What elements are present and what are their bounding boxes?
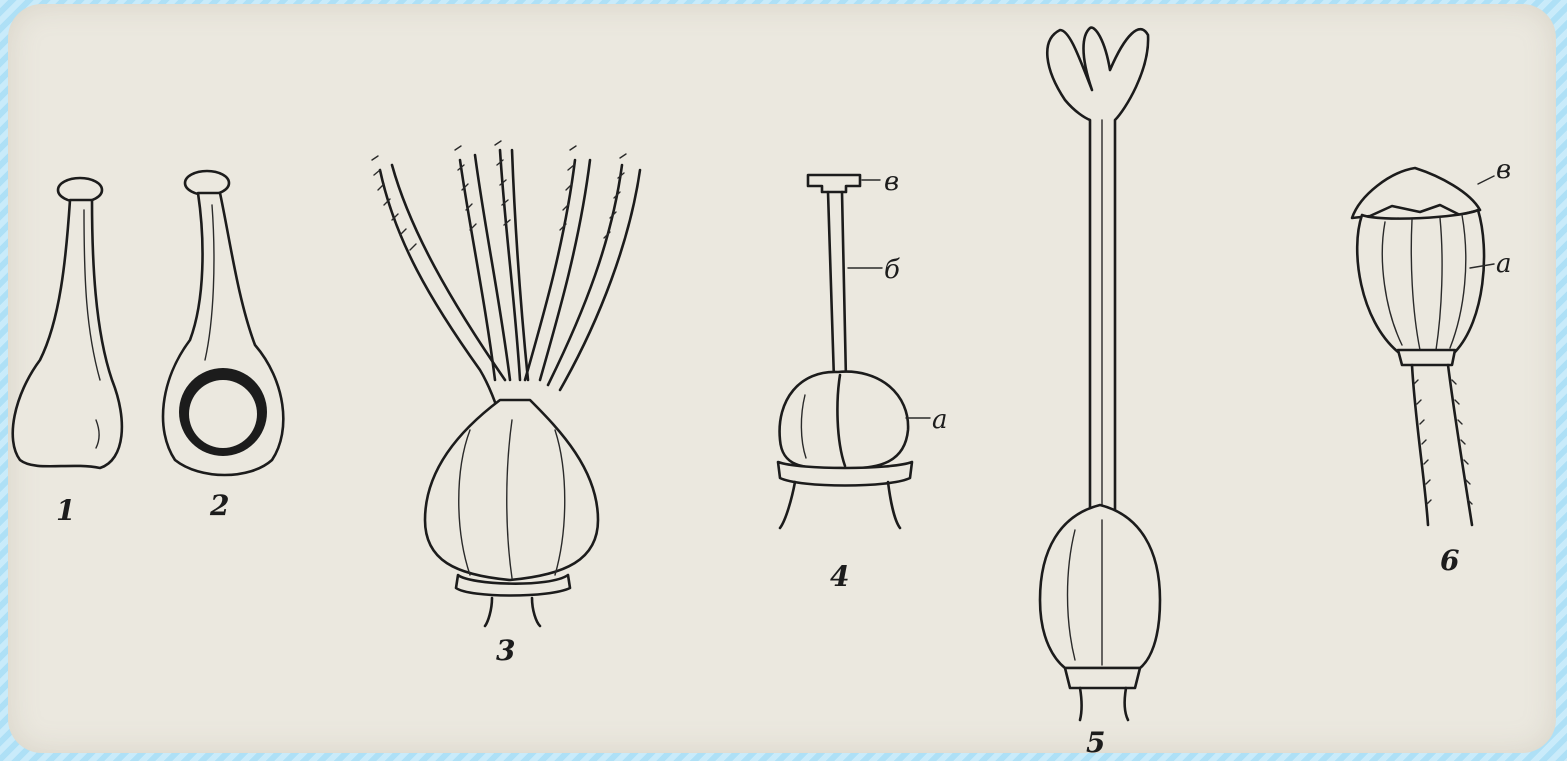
figure-3-pistil	[372, 141, 640, 626]
figure-4-pistil	[778, 175, 930, 528]
figure-1-number: 1	[56, 494, 75, 527]
figure-2-stigma	[185, 171, 229, 195]
figure-2-number: 2	[209, 489, 229, 522]
figure-5-pistil	[1040, 28, 1160, 720]
figure-5-ovary	[1040, 505, 1160, 668]
figure-2-pistil-section	[163, 171, 283, 475]
figure-4-stigma	[808, 175, 860, 192]
illustration-frame: 1 2 3	[8, 4, 1556, 753]
figure-6-pistil	[1352, 168, 1494, 525]
figure-5-number: 5	[1086, 726, 1105, 753]
figure-4-ovary	[780, 372, 909, 469]
figure-6-stalk	[1412, 365, 1472, 525]
figure-4-label-ovary: а	[932, 405, 948, 435]
figure-6-stigma	[1352, 168, 1480, 218]
figure-3-stigma-hairs	[372, 141, 626, 250]
figure-4-label-stigma: в	[884, 167, 899, 197]
pistil-diagram: 1 2 3	[8, 4, 1556, 753]
figure-4-style	[828, 192, 846, 380]
figure-6-number: 6	[1440, 544, 1459, 577]
figure-4-number: 4	[830, 560, 849, 593]
figure-3-number: 3	[496, 634, 515, 667]
figure-5-stigma-style	[1047, 28, 1148, 510]
figure-6-label-stigma: в	[1496, 155, 1511, 185]
figure-1-body	[13, 200, 122, 468]
figure-1-pistil	[13, 178, 122, 468]
figure-2-ovary-cavity	[189, 380, 257, 448]
figure-6-label-ovary: а	[1496, 249, 1512, 279]
figure-1-stigma	[58, 178, 102, 202]
figure-4-label-style: б	[884, 255, 900, 285]
